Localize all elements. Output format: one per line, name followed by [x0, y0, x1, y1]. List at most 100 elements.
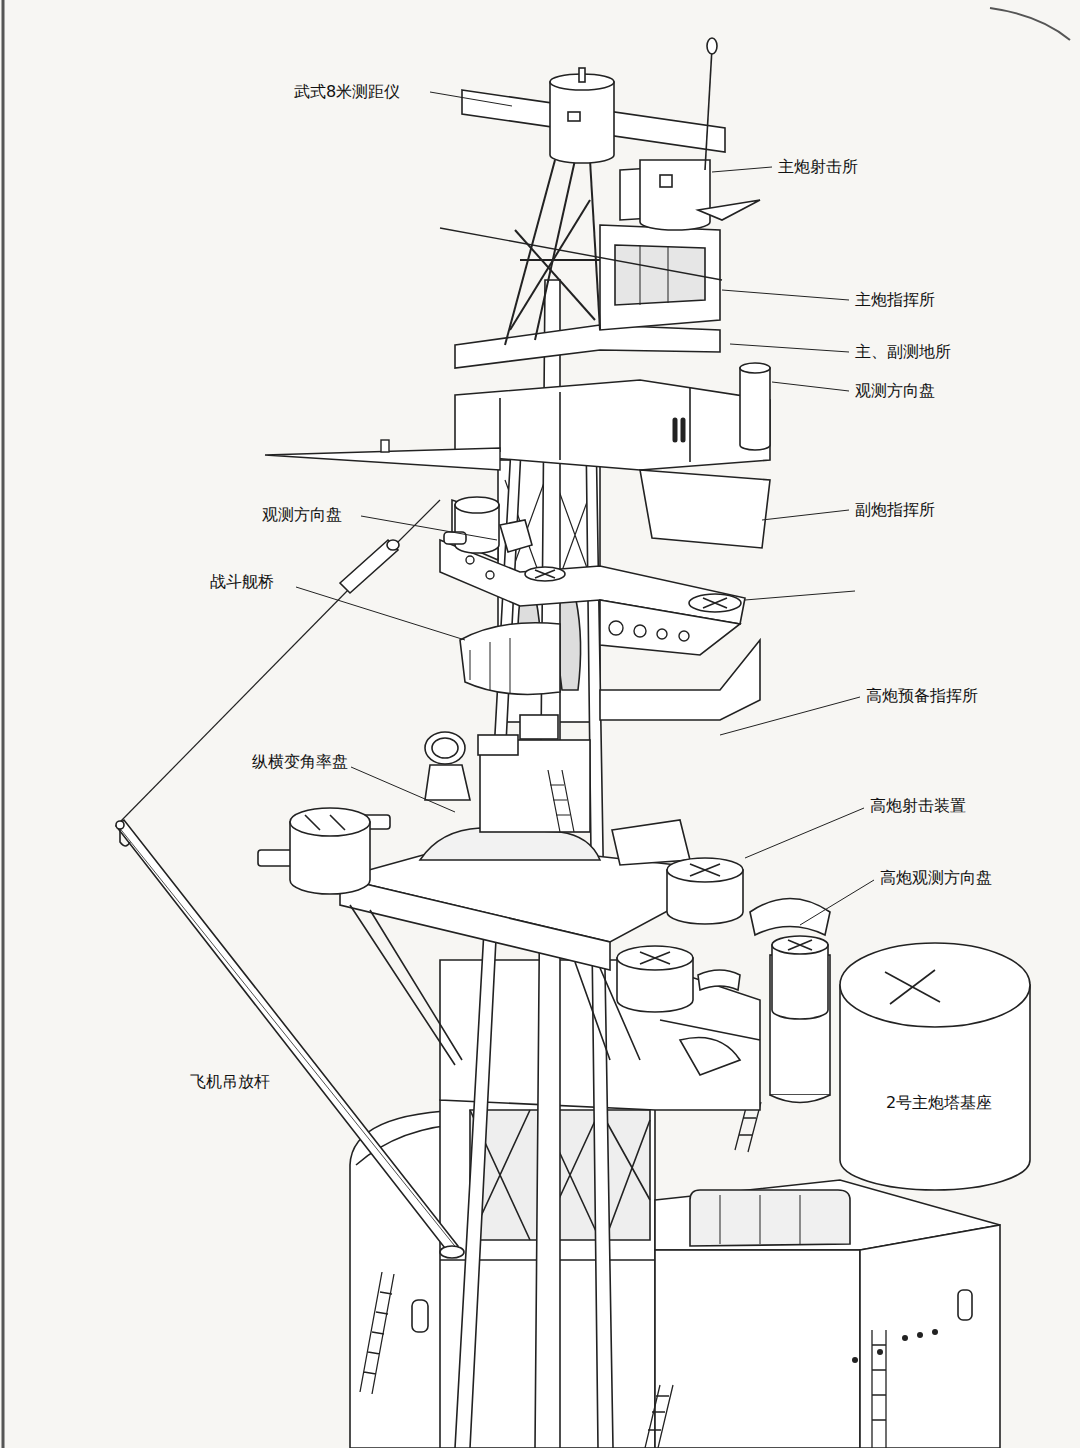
ladders-part — [872, 1330, 886, 1448]
lattice-part — [520, 259, 600, 261]
aircraft-crane — [116, 500, 464, 1258]
tower-lower-part — [770, 1095, 830, 1103]
yard-arm — [265, 440, 500, 470]
rangefinder-housing-part — [432, 738, 458, 758]
tower-middle-part — [455, 497, 499, 513]
portholes-part — [902, 1335, 908, 1341]
page-edge — [3, 0, 1070, 1448]
lattice-part — [510, 200, 590, 330]
lattice — [440, 160, 722, 345]
directors-part — [617, 946, 693, 970]
rangefinder-housing-part — [290, 808, 370, 836]
leader-lines-part — [745, 808, 864, 858]
aircraft-crane-part — [340, 540, 398, 593]
ladders-part — [645, 1385, 673, 1448]
main-platform-part — [520, 715, 558, 739]
tower-middle-part — [500, 520, 532, 552]
base-structure-part — [720, 1195, 800, 1244]
leader-lines-part — [800, 880, 874, 925]
callout-label: 高炮射击装置 — [868, 796, 968, 816]
directors-part — [772, 945, 828, 1019]
leader-lines-part — [296, 587, 465, 640]
directors-part — [788, 940, 812, 950]
yard-arm-part — [381, 440, 389, 452]
lattice-part — [505, 160, 555, 345]
aircraft-crane-part — [116, 821, 124, 829]
tower-upper-part — [500, 388, 690, 462]
callout-label: 战斗舰桥 — [208, 572, 276, 592]
page-edge-part — [2, 0, 5, 1448]
ladders — [360, 1100, 886, 1448]
tower-middle-part — [460, 623, 560, 695]
leader-lines — [296, 92, 874, 925]
portholes-part — [932, 1329, 938, 1335]
callout-label: 高炮观测方向盘 — [878, 868, 994, 888]
plate-holes-part — [486, 571, 494, 579]
leader-lines-part — [745, 591, 855, 600]
aircraft-crane-part — [116, 820, 458, 1252]
portholes-part — [852, 1357, 858, 1363]
tower-middle-part — [600, 640, 760, 720]
callout-label: 观测方向盘 — [853, 381, 937, 401]
turret-barbette-part — [840, 943, 1030, 1027]
page-edge-part — [990, 8, 1070, 40]
directors-part — [640, 952, 670, 964]
rangefinder-housing-part — [425, 765, 470, 800]
tower-upper-part — [455, 380, 770, 470]
lattice-part — [535, 160, 575, 340]
leader-lines-part — [430, 92, 512, 106]
callout-label: 武式8米测距仪 — [292, 82, 402, 102]
plate-holes-part — [634, 625, 646, 637]
rangefinder-housing-part — [305, 815, 345, 830]
aircraft-crane-part — [387, 540, 399, 550]
top-rangefinder-part — [550, 82, 614, 163]
tower-upper-part — [698, 200, 760, 220]
lattice-part — [440, 228, 722, 280]
callout-label: 副炮指挥所 — [853, 500, 937, 520]
portholes-part — [917, 1332, 923, 1338]
callout-label: 主炮指挥所 — [853, 290, 937, 310]
top-rangefinder-part — [707, 38, 717, 54]
leader-lines-part — [762, 510, 849, 520]
directors-part — [772, 936, 828, 954]
turret-barbette — [840, 943, 1030, 1190]
main-platform-part — [340, 878, 610, 970]
top-rangefinder-part — [568, 112, 580, 121]
callout-label: 飞机吊放杆 — [188, 1072, 272, 1092]
callout-label: 主、副测地所 — [853, 342, 953, 362]
top-rangefinder-part — [705, 48, 712, 170]
leader-lines-part — [730, 344, 849, 352]
base-structure-part — [860, 1225, 1000, 1448]
aircraft-crane-part — [440, 1246, 464, 1258]
leader-lines-part — [772, 382, 849, 391]
tower-upper-part — [660, 175, 672, 187]
callout-label: 观测方向盘 — [260, 505, 344, 525]
ladders-part — [360, 1272, 394, 1394]
leader-lines-part — [722, 290, 849, 300]
callout-label: 纵横变角率盘 — [250, 752, 350, 772]
aircraft-crane-part — [118, 826, 458, 1250]
base-structure-part — [655, 1250, 860, 1448]
aircraft-crane-part — [120, 829, 130, 846]
main-platform-part — [350, 905, 640, 1065]
callout-label: 高炮预备指挥所 — [864, 686, 980, 706]
tower-upper-part — [455, 325, 720, 368]
tower-middle-part — [535, 570, 727, 608]
leader-lines-part — [720, 697, 860, 735]
directors — [617, 858, 830, 1019]
leader-lines-part — [712, 167, 772, 172]
tower-upper-part — [740, 368, 770, 450]
aircraft-crane-part — [392, 500, 440, 548]
directors-part — [667, 858, 743, 882]
tower-middle-part — [470, 638, 510, 693]
main-platform-part — [548, 770, 574, 832]
top-rangefinder-part — [579, 68, 585, 82]
plate-holes-part — [466, 556, 474, 564]
directors-part — [750, 899, 830, 936]
tower-legs-part — [558, 600, 581, 690]
directors-part — [690, 864, 720, 876]
tower-upper-part — [675, 420, 683, 440]
tower-upper-part — [640, 470, 770, 548]
leader-lines-part — [361, 516, 497, 540]
